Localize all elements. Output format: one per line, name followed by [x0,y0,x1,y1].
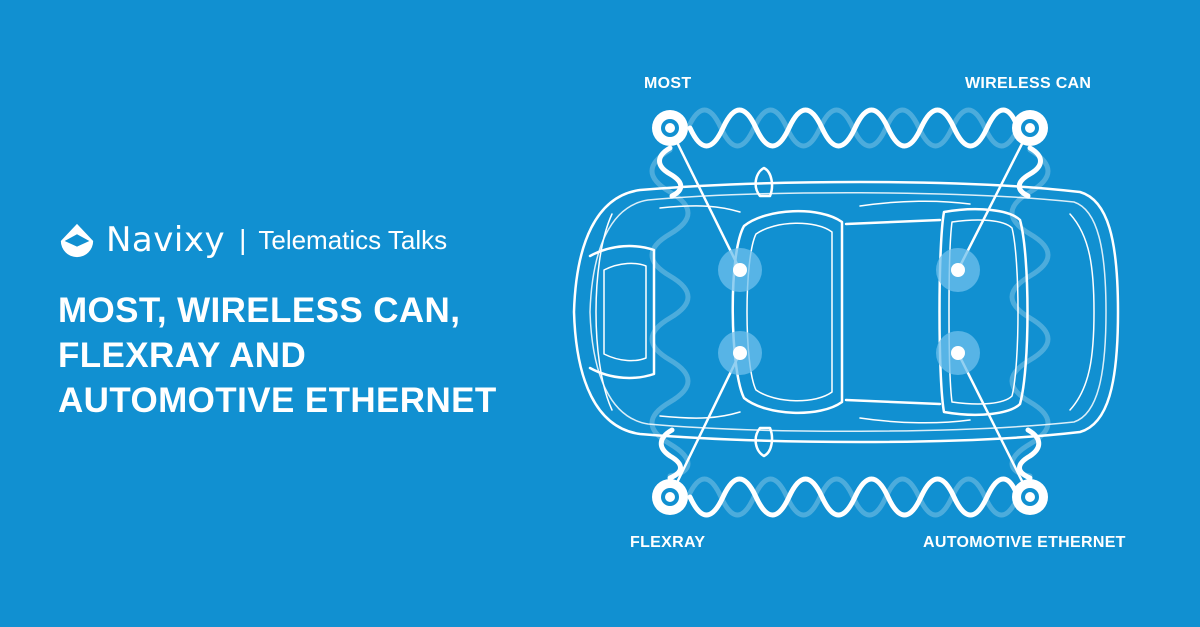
brand-name: Navixy [106,220,226,260]
wave-bottom [687,476,1021,518]
node-wireless-can [951,263,965,277]
car-outline [572,166,1120,458]
connector-automotive-ethernet [956,351,1032,499]
label-automotive-ethernet: AUTOMOTIVE ETHERNET [923,534,1126,551]
brand-tagline: Telematics Talks [258,225,448,255]
node-automotive-ethernet [951,346,965,360]
headline: MOST, WIRELESS CAN, FLEXRAY AND AUTOMOTI… [58,288,578,423]
connector-flexray [668,351,742,499]
car-network-illustration [572,107,1120,518]
headline-line-1: MOST, WIRELESS CAN, [58,291,461,330]
brand-header: Navixy | Telematics Talks [58,220,447,260]
wave-left-top [657,145,684,199]
node-flexray [733,346,747,360]
node-most [733,263,747,277]
headline-line-2: FLEXRAY AND [58,336,307,375]
wave-right-faint [1009,147,1051,479]
brand-separator: | [239,224,247,255]
navixy-logo-icon [60,223,94,258]
wave-left-bottom [658,427,683,481]
wave-top [687,107,1021,149]
headline-line-3: AUTOMOTIVE ETHERNET [58,381,497,420]
wave-left-faint [649,147,691,479]
connector-wireless-can [956,126,1032,272]
wave-right-top [1016,145,1043,199]
label-wireless-can: WIRELESS CAN [965,75,1092,92]
label-flexray: FLEXRAY [630,534,706,551]
label-most: MOST [644,75,692,92]
connector-most [668,126,742,272]
